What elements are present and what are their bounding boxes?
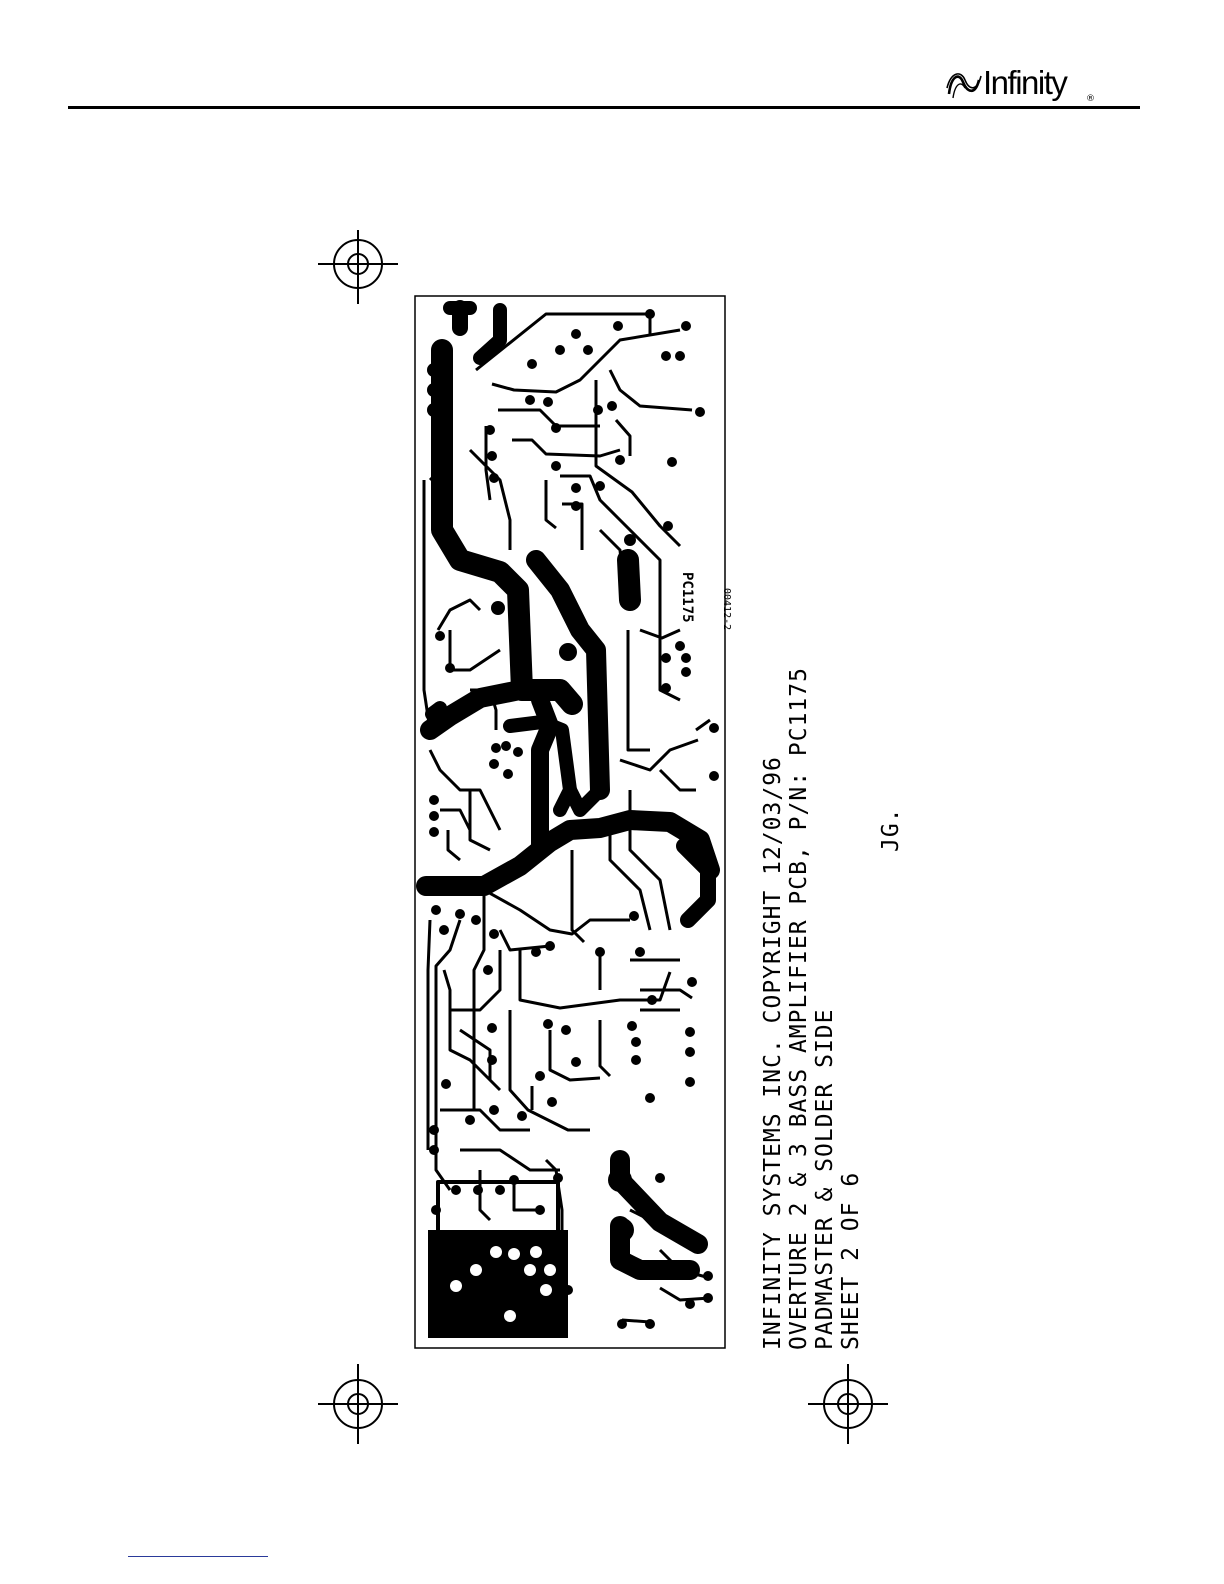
pcb-silk-label: PC1175 — [679, 572, 695, 623]
infinity-wave-logo-icon — [945, 66, 985, 106]
registration-crosshair-icon — [808, 1364, 888, 1444]
initials: JG. — [878, 807, 904, 852]
brand-logo: Infinity ® — [945, 60, 1095, 110]
header-rule — [68, 106, 1140, 109]
caption-line-1: INFINITY SYSTEMS INC. COPYRIGHT 12/03/96 — [760, 756, 786, 1350]
caption-line-2: OVERTURE 2 & 3 BASS AMPLIFIER PCB, P/N: … — [786, 667, 812, 1350]
brand-name: Infinity — [983, 64, 1066, 102]
caption-line-3: PADMASTER & SOLDER SIDE — [812, 1009, 838, 1351]
registration-crosshair-icon — [318, 230, 398, 304]
registration-crosshair-icon — [318, 1364, 398, 1444]
registered-mark: ® — [1086, 94, 1095, 104]
film-code: 00412-2 — [721, 588, 732, 630]
caption-line-4: SHEET 2 OF 6 — [838, 1172, 864, 1350]
footer-rule — [128, 1556, 268, 1557]
